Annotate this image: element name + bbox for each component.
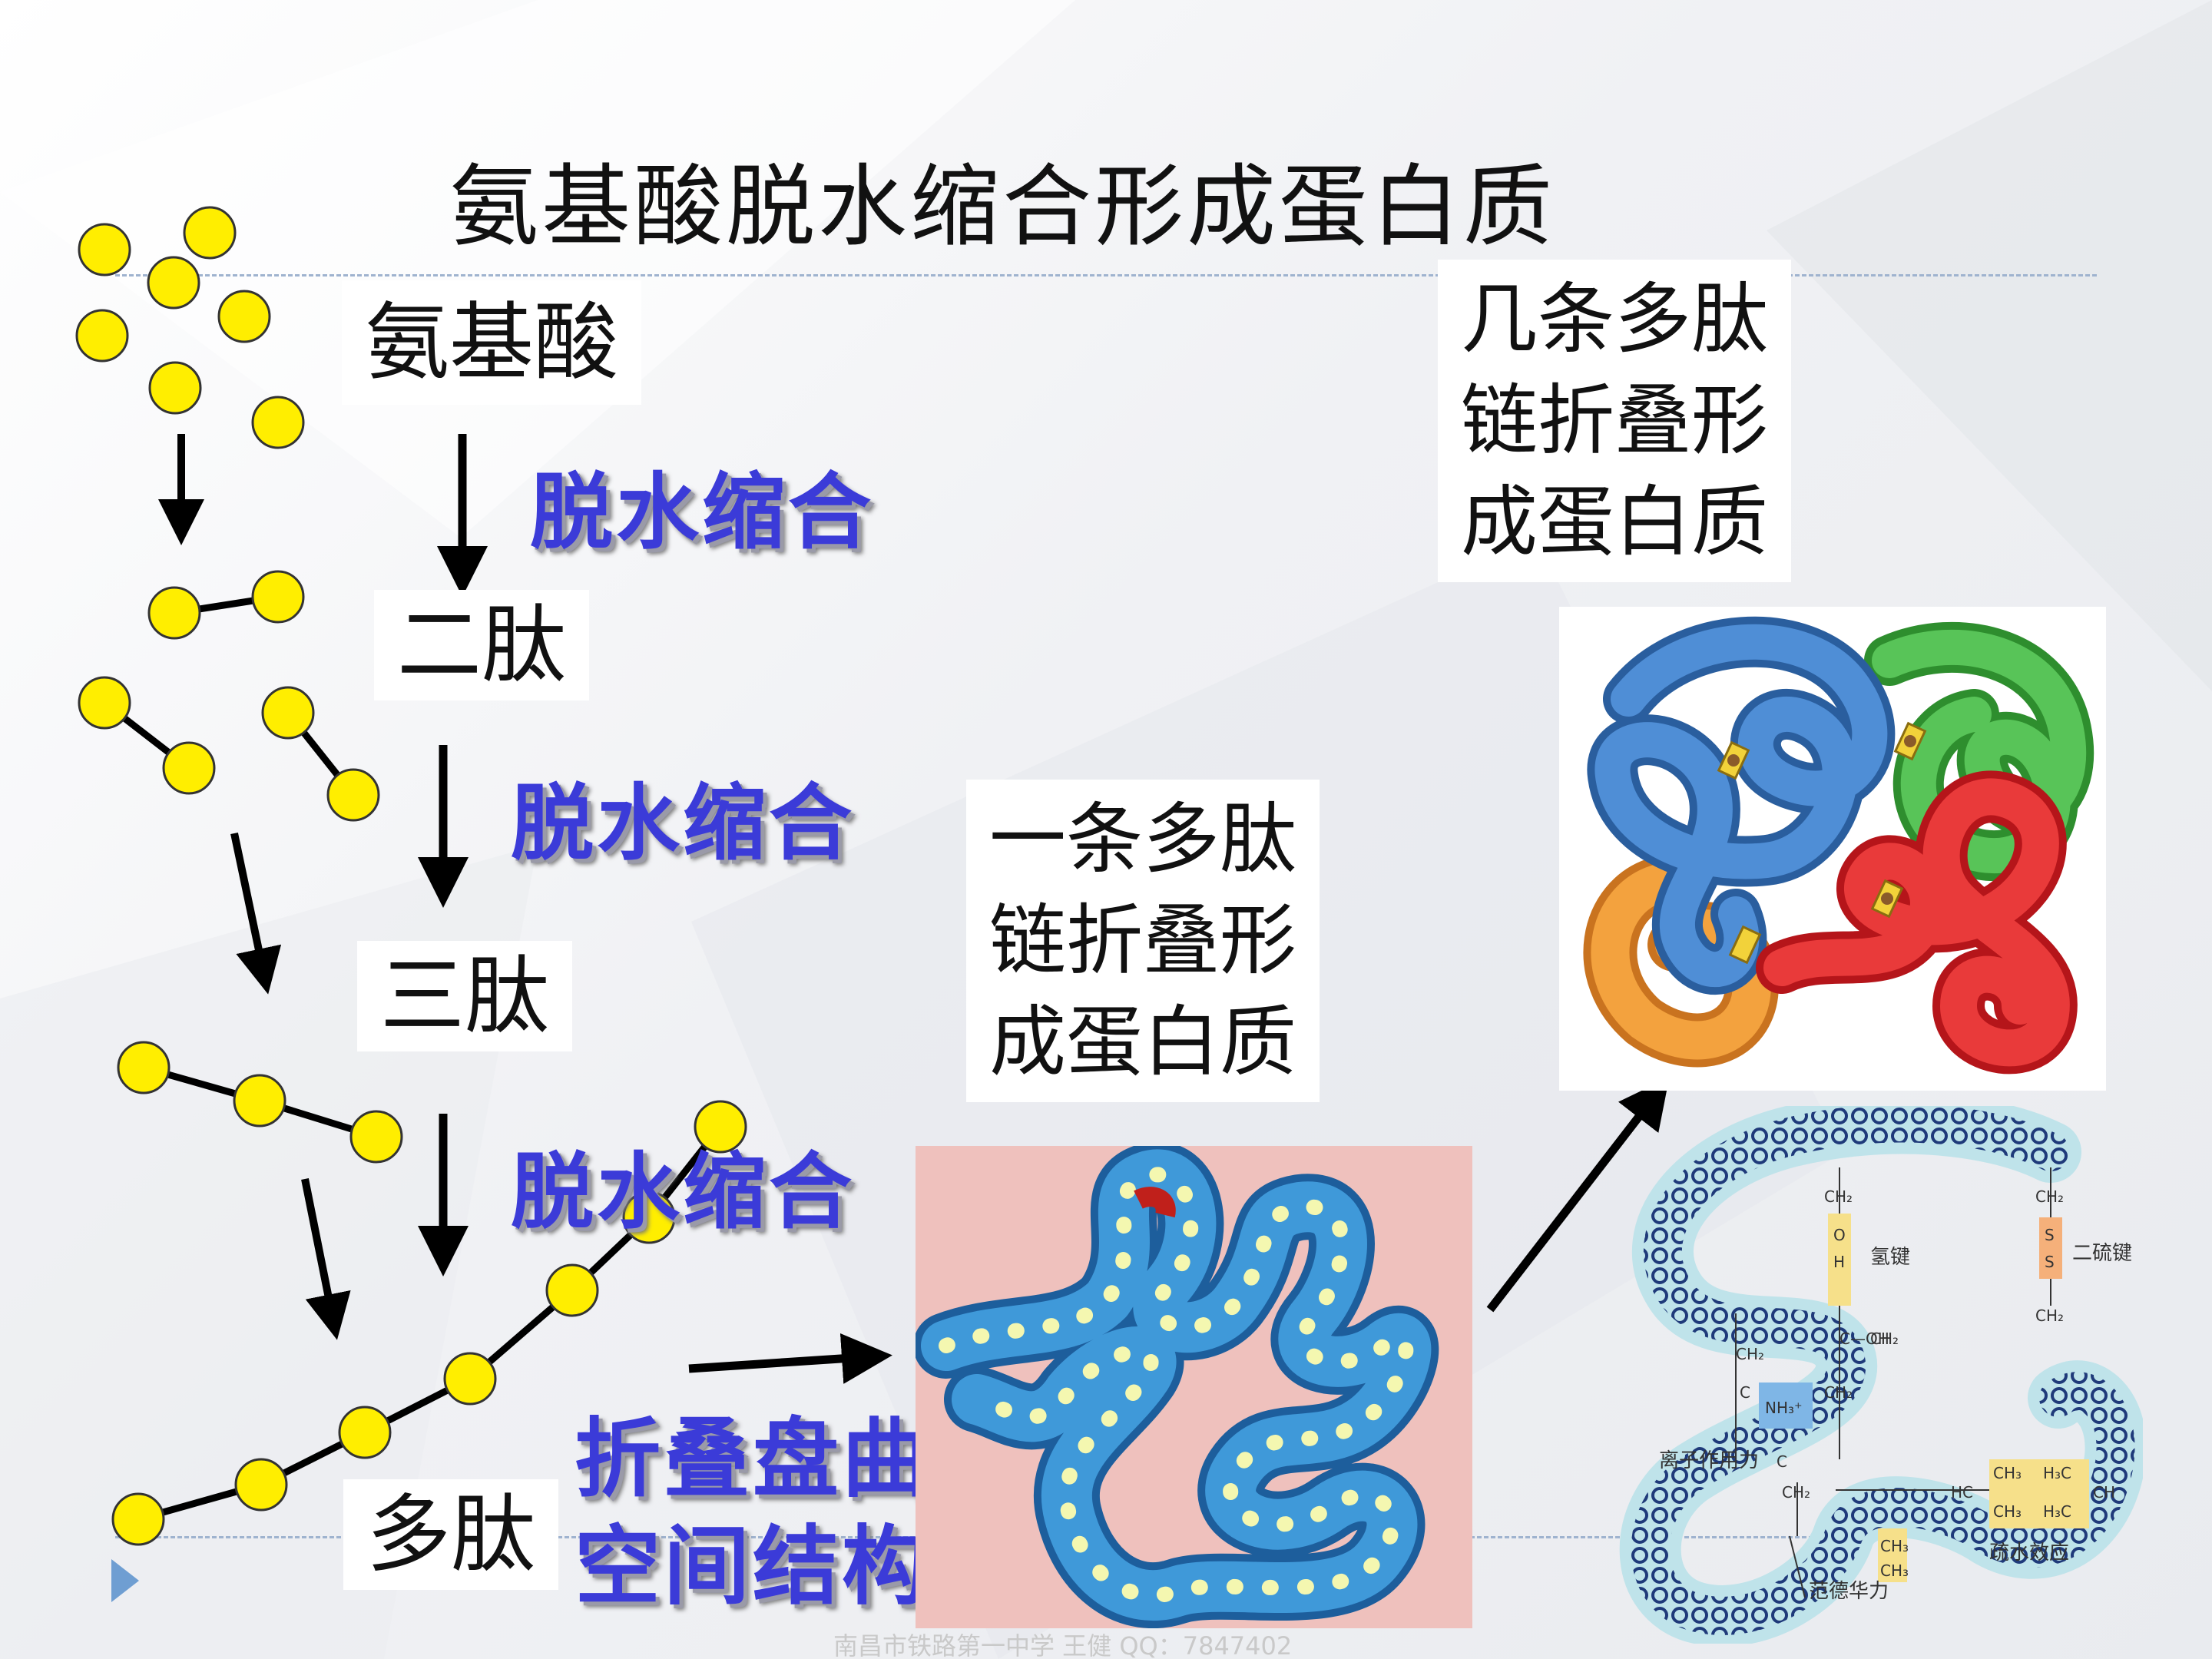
- nh3-label: NH₃⁺: [1765, 1399, 1803, 1417]
- ch3-label: CH₃: [1993, 1502, 2022, 1521]
- s-label: S: [2045, 1253, 2055, 1271]
- bond-diagram-svg: CH₂ O H 氢键 C—OH CH₂ CH₂ CH₂ S S 二硫键 CH₂ …: [1619, 1106, 2143, 1644]
- ch2-label: CH₂: [1824, 1383, 1853, 1402]
- multi-chain-text: 几条多肽 链折叠形 成蛋白质: [1438, 260, 1791, 582]
- single-chain-text: 一条多肽 链折叠形 成蛋白质: [966, 780, 1320, 1102]
- bead: [234, 1458, 288, 1512]
- label-amino-acid: 氨基酸: [342, 280, 641, 405]
- ch2-label: CH₂: [1736, 1345, 1764, 1363]
- reaction-label-1: 脱水缩合: [530, 465, 875, 561]
- h3c-label: H₃C: [2043, 1502, 2071, 1521]
- folded-chain-illustration: [916, 1146, 1472, 1628]
- bead: [111, 1492, 165, 1546]
- ch2-label: CH₂: [2035, 1306, 2064, 1325]
- bead: [349, 1110, 403, 1164]
- c-label: C: [1740, 1383, 1750, 1402]
- label-polypeptide: 多肽: [343, 1479, 558, 1590]
- bead: [233, 1074, 286, 1128]
- multi-chain-line1: 几条多肽: [1461, 274, 1768, 364]
- dipeptide-beads: [78, 570, 380, 822]
- ch2-label: CH₂: [1782, 1483, 1810, 1502]
- ch3-label: CH₃: [1993, 1464, 2022, 1482]
- bead-arrows: [158, 434, 351, 1340]
- bead: [147, 586, 201, 640]
- bead: [147, 256, 200, 310]
- next-slide-icon[interactable]: [111, 1559, 139, 1602]
- bead: [251, 570, 305, 624]
- bead: [183, 206, 237, 260]
- bead: [162, 741, 216, 795]
- ch2-label: CH₂: [2035, 1187, 2064, 1206]
- slide-title: 氨基酸脱水缩合形成蛋白质: [449, 155, 1555, 259]
- bead: [326, 768, 380, 822]
- footer-credit: 南昌市铁路第一中学 王健 QQ：7847402: [833, 1631, 1293, 1659]
- arrow: [688, 1333, 892, 1384]
- bead: [338, 1406, 392, 1459]
- bead: [78, 223, 131, 276]
- label-arrows: [418, 434, 1670, 1384]
- bead: [217, 290, 271, 343]
- disulfide-label: 二硫键: [2072, 1242, 2132, 1265]
- h-label: H: [1833, 1253, 1845, 1271]
- oh-label: C—OH: [1839, 1330, 1889, 1348]
- tripeptide-beads: [117, 1041, 403, 1164]
- dipeptide-chains: [102, 593, 356, 797]
- reaction-label-3: 脱水缩合: [511, 1144, 856, 1240]
- label-dipeptide: 二肽: [374, 590, 589, 700]
- label-tripeptide: 三肽: [357, 941, 572, 1051]
- ch3-label: CH₃: [1880, 1561, 1909, 1580]
- top-divider: [115, 274, 2097, 276]
- arrow: [1486, 1077, 1670, 1313]
- ch3-label: CH₃: [1880, 1537, 1909, 1555]
- folding-label-line2: 空间结构: [575, 1517, 931, 1617]
- o-label: O: [1833, 1226, 1846, 1244]
- vdw-label: 范德华力: [1809, 1580, 1889, 1603]
- single-chain-line1: 一条多肽: [989, 794, 1296, 884]
- ch-label: CH: [2093, 1483, 2115, 1502]
- quaternary-protein-image: [1559, 607, 2106, 1091]
- c-label: C: [1777, 1452, 1787, 1471]
- amino-acid-beads: [75, 206, 305, 449]
- multi-chain-line2: 链折叠形: [1461, 376, 1768, 465]
- bead: [148, 361, 202, 415]
- ch2-label: CH₂: [1824, 1187, 1853, 1206]
- bead: [117, 1041, 171, 1094]
- hydrophobic-label: 疏水效应: [1989, 1541, 2069, 1565]
- bead: [622, 1190, 676, 1244]
- bead: [78, 676, 131, 730]
- reaction-label-2: 脱水缩合: [511, 776, 856, 872]
- h-bond-label: 氢键: [1870, 1246, 1910, 1269]
- arrow: [230, 832, 282, 995]
- folded-polypeptide-image: [916, 1146, 1472, 1628]
- bead: [75, 309, 129, 363]
- bead: [545, 1263, 599, 1317]
- arrow: [301, 1178, 351, 1340]
- s-label: S: [2045, 1226, 2055, 1244]
- bead: [694, 1100, 747, 1154]
- single-chain-line2: 链折叠形: [989, 896, 1296, 985]
- hc-label: HC: [1951, 1483, 1973, 1502]
- multi-chain-line3: 成蛋白质: [1461, 477, 1768, 567]
- quaternary-illustration: [1559, 607, 2106, 1091]
- bead: [251, 396, 305, 449]
- polypeptide-beads: [111, 1100, 747, 1546]
- bead: [261, 686, 315, 740]
- single-chain-line3: 成蛋白质: [989, 997, 1296, 1087]
- ionic-label: 离子作用力: [1659, 1449, 1759, 1472]
- h3c-label: H₃C: [2043, 1464, 2071, 1482]
- bond-diagram: CH₂ O H 氢键 C—OH CH₂ CH₂ CH₂ S S 二硫键 CH₂ …: [1590, 1106, 2143, 1644]
- bead: [443, 1352, 497, 1406]
- ch2-label: CH₂: [1870, 1330, 1899, 1348]
